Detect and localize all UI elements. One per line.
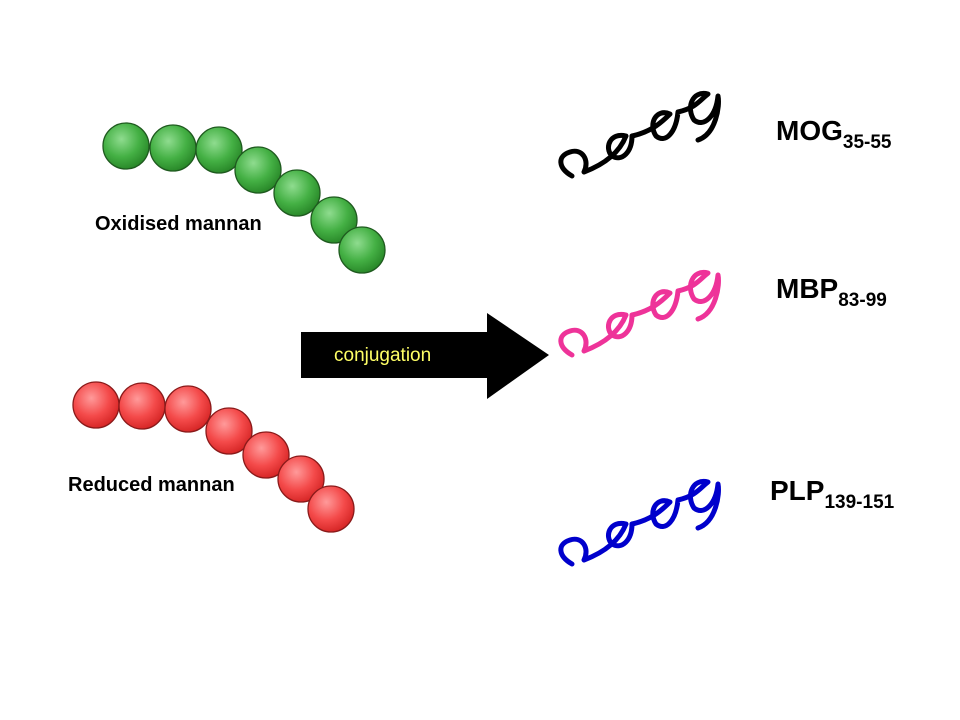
mannan-bead [164,385,212,433]
mog-peptide-helix [558,90,721,179]
mannan-bead [242,431,290,479]
mannan-bead [205,407,253,455]
plp-range: 139-151 [824,492,894,513]
mannan-bead [307,485,355,533]
arrow-shape [301,313,549,399]
mannan-bead [102,122,150,170]
helix-coil [558,478,721,567]
mbp-peptide-helix [558,269,721,358]
mannan-bead [195,126,243,174]
mannan-bead [72,381,120,429]
mannan-bead [149,124,197,172]
mbp-peptide-label: MBP83-99 [776,273,887,311]
mannan-bead [310,196,358,244]
mog-name: MOG [776,115,843,146]
oxidised-mannan-chain [102,122,386,274]
mannan-bead [277,455,325,503]
mbp-name: MBP [776,273,838,304]
reduced-mannan-label: Reduced mannan [68,474,235,496]
conjugation-label: conjugation [334,345,431,366]
mannan-bead [118,382,166,430]
helix-coil [558,90,721,179]
plp-peptide-label: PLP139-151 [770,475,895,513]
mannan-bead [338,226,386,274]
oxidised-mannan-label: Oxidised mannan [95,213,262,235]
helix-coil [558,269,721,358]
mog-peptide-label: MOG35-55 [776,115,892,153]
mbp-range: 83-99 [838,290,887,311]
mannan-bead [234,146,282,194]
plp-peptide-helix [558,478,721,567]
plp-name: PLP [770,475,824,506]
conjugation-arrow: conjugation [301,313,549,399]
mannan-bead [273,169,321,217]
mog-range: 35-55 [843,132,892,153]
reduced-mannan-chain [72,381,355,533]
